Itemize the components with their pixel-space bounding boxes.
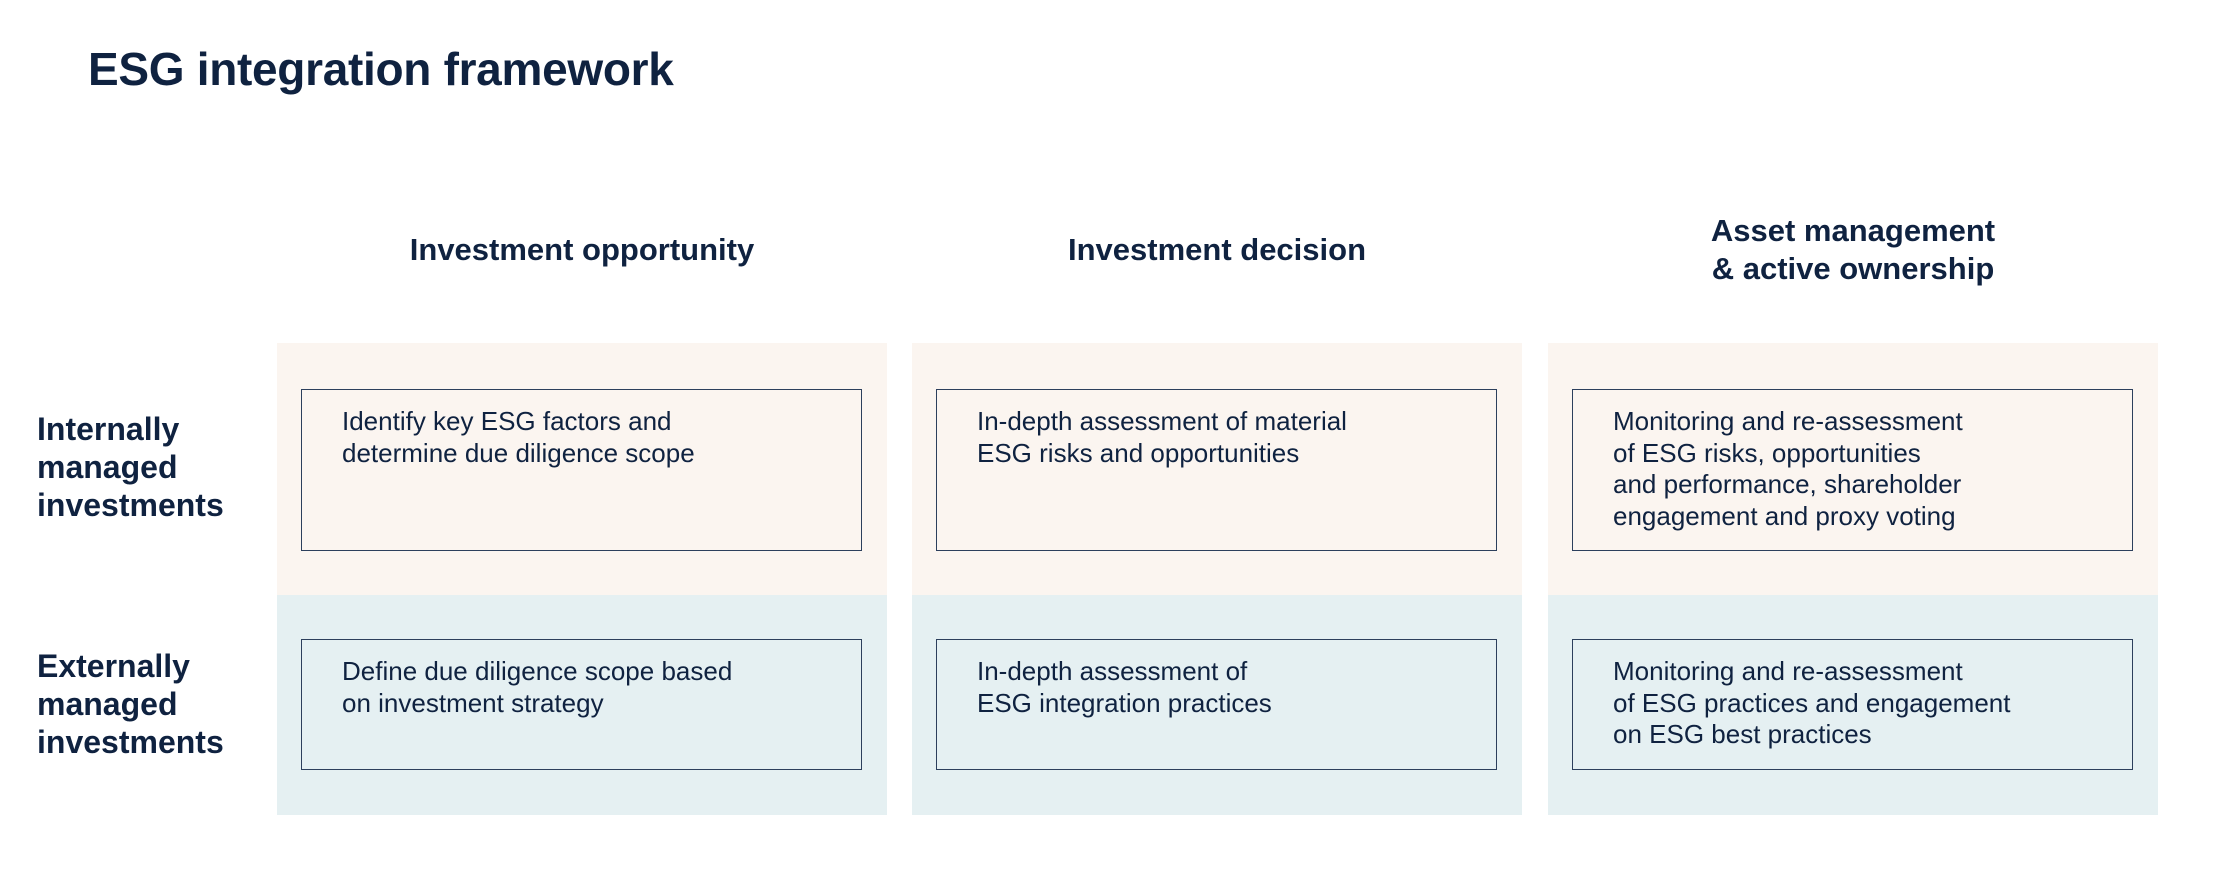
internal-band-investment-opportunity: Identify key ESG factors and determine d…: [277, 343, 887, 595]
row-header-externally-managed: Externally managed investments: [37, 648, 224, 760]
column-header-asset-management: Asset management & active ownership: [1710, 213, 1996, 286]
page-title: ESG integration framework: [88, 43, 674, 95]
column-header-investment-opportunity: Investment opportunity: [409, 232, 755, 267]
cell-internal-asset-management: Monitoring and re-assessment of ESG risk…: [1572, 389, 2133, 551]
external-band-investment-decision: In-depth assessment of ESG integration p…: [912, 595, 1522, 815]
cell-internal-investment-decision: In-depth assessment of material ESG risk…: [936, 389, 1497, 551]
cell-external-asset-management: Monitoring and re-assessment of ESG prac…: [1572, 639, 2133, 770]
cell-external-investment-opportunity: Define due diligence scope based on inve…: [301, 639, 862, 770]
internal-band-asset-management: Monitoring and re-assessment of ESG risk…: [1548, 343, 2158, 595]
column-header-investment-decision: Investment decision: [1067, 232, 1367, 267]
cell-internal-investment-opportunity: Identify key ESG factors and determine d…: [301, 389, 862, 551]
external-band-asset-management: Monitoring and re-assessment of ESG prac…: [1548, 595, 2158, 815]
row-header-internally-managed: Internally managed investments: [37, 411, 224, 523]
cell-external-investment-decision: In-depth assessment of ESG integration p…: [936, 639, 1497, 770]
internal-band-investment-decision: In-depth assessment of material ESG risk…: [912, 343, 1522, 595]
external-band-investment-opportunity: Define due diligence scope based on inve…: [277, 595, 887, 815]
